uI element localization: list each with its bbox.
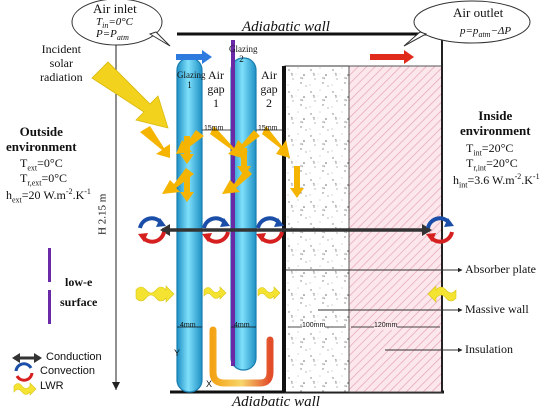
lwr-inside: [427, 285, 457, 303]
lwr-gap-2: [257, 286, 281, 300]
transmitted-rays: [140, 126, 304, 202]
reflect-ray-2: [232, 130, 260, 154]
callout-absorber-plate: Absorber plate: [465, 262, 536, 276]
air-outlet-arrow: [370, 50, 414, 64]
axis-y-mark: Y: [174, 348, 181, 358]
ray-1: [140, 126, 170, 158]
air-outlet-pressure: p=patm−ΔP: [460, 25, 512, 40]
height-arrow-bottom: [112, 382, 120, 390]
down-arrow-2-shaft: [241, 148, 247, 166]
height-label: H 2.15 m: [96, 193, 109, 235]
down-arrow-3-head: [290, 188, 304, 198]
legend-convection-label: Convection: [40, 365, 96, 377]
legend-conduction-label: Conduction: [46, 351, 102, 363]
low-e-legend-bar-1: [48, 248, 51, 282]
down-arrow-3-shaft: [294, 166, 300, 188]
convection-symbol-gap-2: [256, 216, 284, 244]
dim-glass-2: 4mm: [234, 322, 250, 329]
air-inlet-temp: Tin=0°C: [96, 16, 134, 31]
top-wall-label: Adiabatic wall: [242, 19, 330, 35]
down-arrow-1-head: [180, 154, 194, 164]
conduction-arrow-left: [160, 224, 170, 236]
air-inlet-arrow: [176, 50, 212, 64]
legend-conduction-icon: [12, 353, 42, 363]
dim-insulation: 120mm: [374, 322, 398, 331]
outlet-bubble: [403, 0, 531, 47]
low-e-legend-bar-2: [48, 290, 51, 324]
inside-tr: Tr,int=20°C: [466, 156, 518, 173]
callout-insulation: Insulation: [465, 342, 513, 356]
callout-massive-wall: Massive wall: [465, 302, 529, 316]
down-arrow-1-shaft: [184, 136, 190, 154]
bottom-flow-channel: [209, 326, 274, 387]
bottom-wall-label: Adiabatic wall: [232, 394, 320, 410]
convection-symbol-inside: [426, 216, 454, 244]
ray-3: [262, 126, 290, 158]
dim-glass-1: 4mm: [180, 322, 196, 329]
inside-h: hint=3.6 W.m-2.K-1: [453, 172, 540, 190]
conduction-arrow-right: [422, 224, 432, 236]
outside-text: Text=0°C: [20, 156, 63, 173]
lwr-legend-icon: [13, 382, 37, 396]
outside-h: hext=20 W.m-2.K-1: [6, 187, 91, 205]
low-e-coating-stripe: [231, 40, 235, 366]
air-outlet-title: Air outlet: [453, 5, 504, 20]
inside-tint: Tint=20°C: [466, 141, 514, 158]
lwr-arrows: [13, 285, 457, 396]
outside-tr: Tr,ext=0°C: [20, 171, 68, 188]
solar-radiation-arrow: [91, 61, 169, 129]
air-inlet-title: Air inlet: [93, 1, 137, 16]
convection-symbol-gap-1: [202, 216, 230, 244]
legend-convection-icon: [14, 362, 34, 382]
dim-gap-2: 15mm: [258, 125, 278, 132]
axis-x-mark: X: [206, 379, 213, 389]
air-inlet-pressure: P=Patm: [96, 28, 129, 43]
lwr-gap-1: [203, 286, 227, 300]
reflect-ray-3: [162, 168, 194, 194]
down-arrow-2-head: [237, 166, 251, 176]
inlet-bubble: [71, 0, 171, 47]
lwr-outside: [135, 285, 175, 303]
dim-gap-1: 15mm: [204, 125, 224, 132]
callout-leaders: [286, 267, 463, 353]
down-arrow-4-shaft: [184, 176, 190, 192]
glazing-1-pane: [176, 57, 203, 393]
convection-symbol-outside: [138, 216, 166, 244]
dim-massive: 100mm: [302, 322, 326, 331]
down-arrow-4-head: [180, 192, 194, 202]
legend-lwr-label: LWR: [40, 380, 64, 392]
